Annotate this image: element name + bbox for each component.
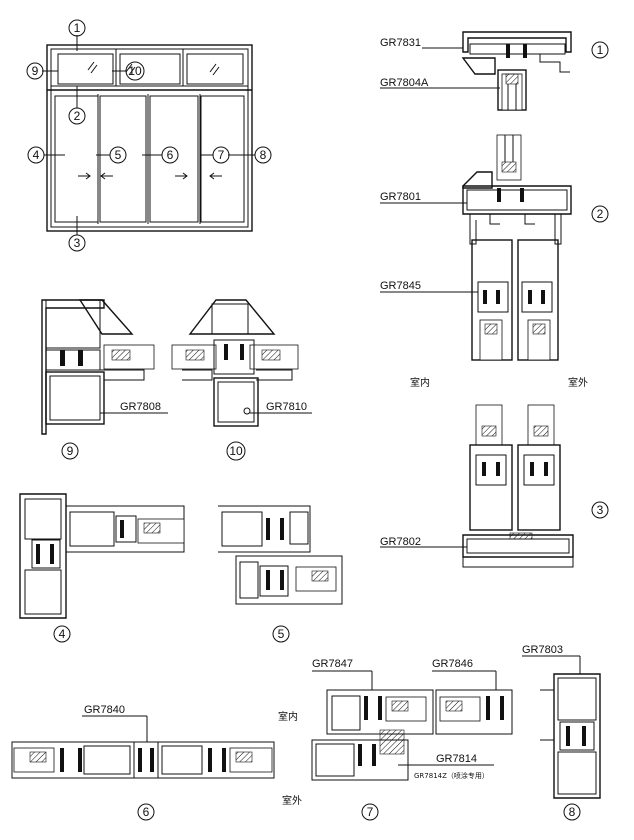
section-3-bottom: GR7802 3 xyxy=(380,404,609,568)
elevation-callouts: 1 9 10 2 4 5 6 7 8 3 xyxy=(26,19,272,252)
label-gr7845: GR7845 xyxy=(380,280,421,292)
section-10: GR7810 10 xyxy=(171,299,312,461)
callout-4: 4 xyxy=(53,625,71,643)
label-gr7808: GR7808 xyxy=(120,401,161,413)
svg-text:2: 2 xyxy=(597,207,604,221)
callout-6: 6 xyxy=(137,803,155,821)
label-gr7831: GR7831 xyxy=(380,37,421,49)
window-elevation xyxy=(42,35,255,235)
callout-9: 9 xyxy=(61,442,79,460)
section-5: 5 xyxy=(218,505,343,643)
callout-2-section: 2 xyxy=(591,205,609,223)
section-7: GR7847 GR7846 GR7814 GR7814Z（喷涂专用） 7 xyxy=(311,658,513,821)
callout-5: 5 xyxy=(272,625,290,643)
svg-text:7: 7 xyxy=(367,805,374,819)
label-gr7803: GR7803 xyxy=(522,644,563,656)
callout-4-elev: 4 xyxy=(27,146,45,164)
label-gr7804a: GR7804A xyxy=(380,77,429,89)
label-gr7840: GR7840 xyxy=(84,704,125,716)
label-indoor-2: 室内 xyxy=(410,376,430,389)
svg-text:6: 6 xyxy=(143,805,150,819)
svg-text:10: 10 xyxy=(128,64,142,78)
svg-text:9: 9 xyxy=(67,444,74,458)
svg-text:3: 3 xyxy=(74,236,81,250)
svg-text:7: 7 xyxy=(218,148,225,162)
label-gr7802: GR7802 xyxy=(380,536,421,548)
svg-text:6: 6 xyxy=(167,148,174,162)
callout-5-elev: 5 xyxy=(109,146,127,164)
callout-7: 7 xyxy=(361,803,379,821)
svg-text:1: 1 xyxy=(597,43,604,57)
callout-10: 10 xyxy=(226,441,246,461)
callout-1-elev: 1 xyxy=(68,19,86,37)
label-outdoor-2: 室外 xyxy=(568,376,588,389)
label-gr7847: GR7847 xyxy=(312,658,353,670)
label-gr7801: GR7801 xyxy=(380,191,421,203)
section-4: 4 xyxy=(19,493,185,643)
callout-8: 8 xyxy=(563,803,581,821)
callout-10-elev: 10 xyxy=(125,61,145,81)
label-outdoor-6: 室外 xyxy=(282,794,302,807)
callout-1-section: 1 xyxy=(591,41,609,59)
section-2-sill: GR7801 GR7845 室内 室外 2 xyxy=(380,134,609,389)
svg-text:8: 8 xyxy=(569,805,576,819)
callout-7-elev: 7 xyxy=(212,146,230,164)
section-9: GR7808 9 xyxy=(41,299,168,460)
label-indoor-6: 室内 xyxy=(278,710,298,723)
svg-text:1: 1 xyxy=(74,21,81,35)
svg-text:5: 5 xyxy=(278,627,285,641)
label-gr7814z: GR7814Z（喷涂专用） xyxy=(414,771,489,780)
svg-text:4: 4 xyxy=(33,148,40,162)
callout-8-elev: 8 xyxy=(254,146,272,164)
callout-6-elev: 6 xyxy=(161,146,179,164)
label-gr7846: GR7846 xyxy=(432,658,473,670)
label-gr7814: GR7814 xyxy=(436,753,477,765)
svg-text:10: 10 xyxy=(229,444,243,458)
section-8: GR7803 8 xyxy=(522,644,601,821)
svg-text:4: 4 xyxy=(59,627,66,641)
svg-text:3: 3 xyxy=(597,503,604,517)
callout-9-elev: 9 xyxy=(26,62,44,80)
callout-2-elev: 2 xyxy=(68,107,86,125)
callout-3-section: 3 xyxy=(591,501,609,519)
svg-text:8: 8 xyxy=(260,148,267,162)
svg-text:9: 9 xyxy=(32,64,39,78)
sash-left xyxy=(471,239,513,361)
callout-3-elev: 3 xyxy=(68,234,86,252)
svg-text:2: 2 xyxy=(74,109,81,123)
svg-text:5: 5 xyxy=(115,148,122,162)
sash-right xyxy=(517,239,559,361)
section-1-head: GR7831 GR7804A 1 xyxy=(380,31,609,111)
label-gr7810: GR7810 xyxy=(266,401,307,413)
section-6: GR7840 室内 室外 6 xyxy=(11,704,302,821)
